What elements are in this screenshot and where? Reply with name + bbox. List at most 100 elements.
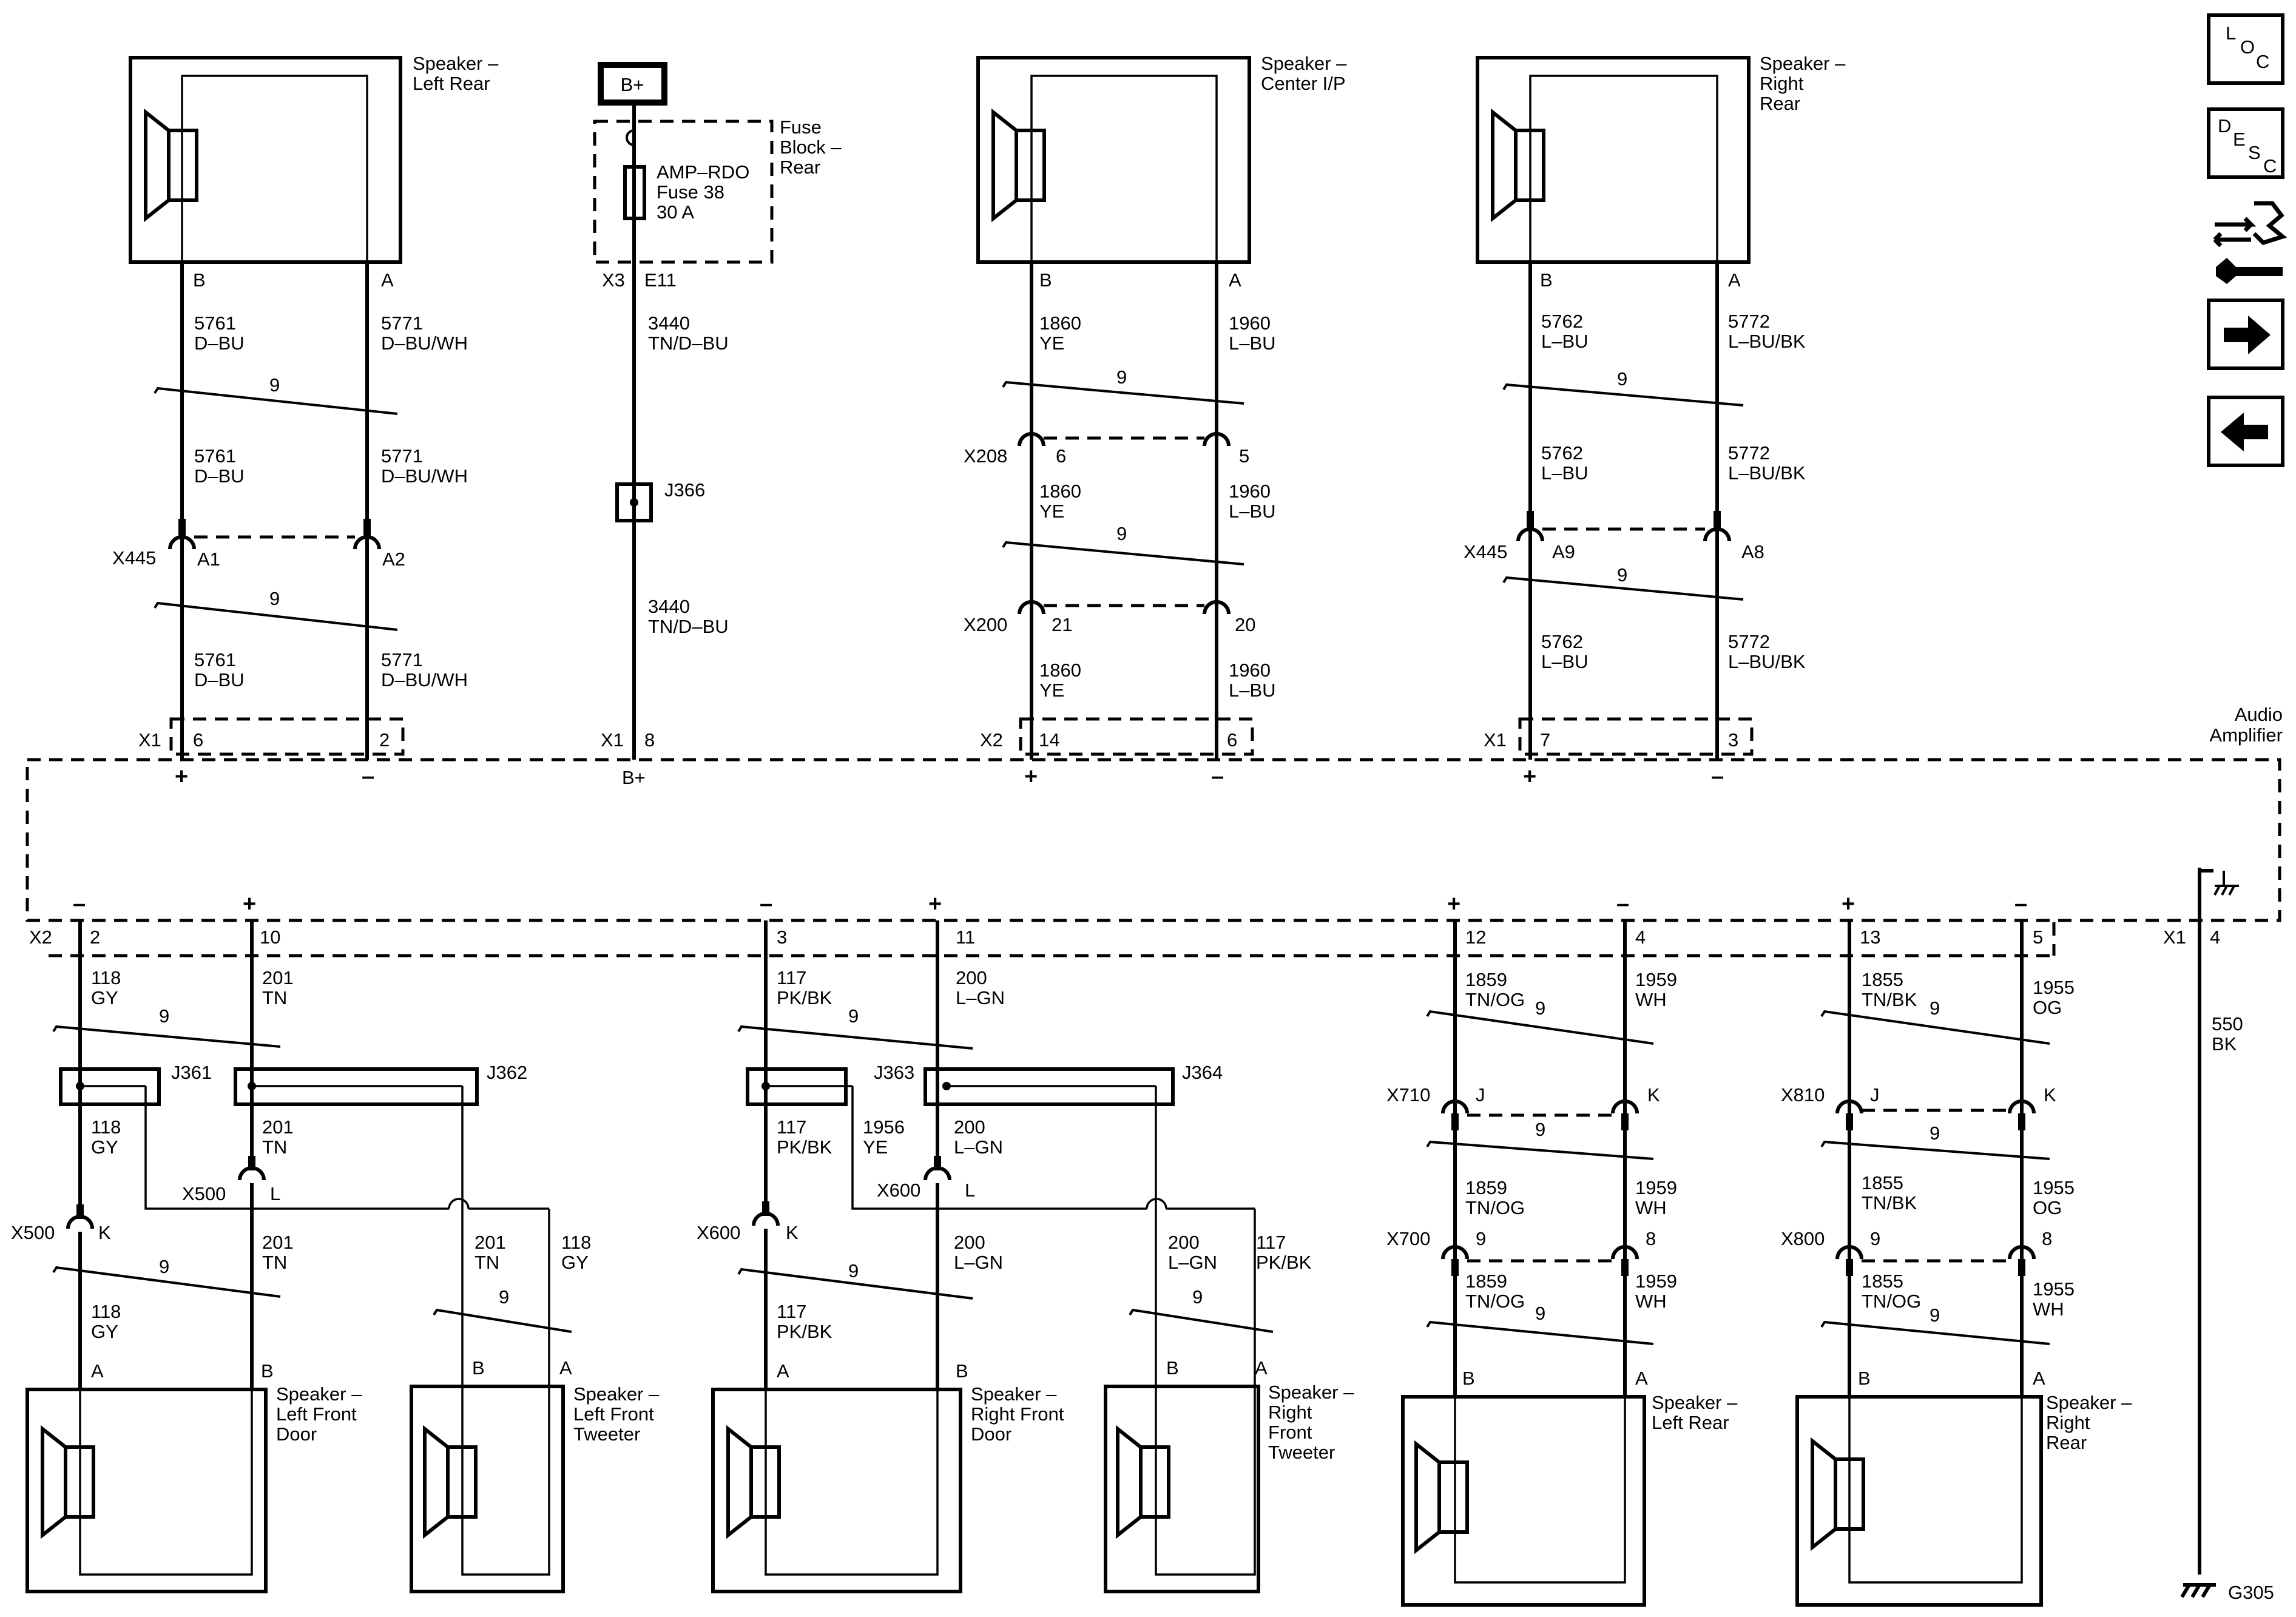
connector-pin: 9 (1870, 1228, 1880, 1249)
module-pin: 2 (379, 729, 390, 751)
wire-circuit: 5771 (381, 312, 423, 334)
speaker-title-2: Left Rear (413, 73, 490, 94)
wire-color: TN (262, 1252, 287, 1273)
pin-b: B (472, 1357, 485, 1379)
wire-color: OG (2033, 1197, 2062, 1218)
speaker-title-1: Speaker – (1652, 1392, 1738, 1413)
speaker-title-2: Center I/P (1261, 73, 1346, 94)
wire-color: WH (2033, 1298, 2064, 1320)
connector-pin: A8 (1741, 541, 1764, 562)
wire-color: L–BU (1229, 333, 1276, 354)
polarity-minus: – (73, 891, 86, 917)
connector-pin: K (98, 1222, 111, 1243)
wire-color: OG (2033, 997, 2062, 1018)
wire-color: L–BU (1229, 680, 1276, 701)
left-front-speakers: – + X2 2 10 118 GY 201 TN 9 J361 J362 11… (11, 891, 660, 1593)
wire-circuit: 3440 (648, 312, 690, 334)
wire-circuit: 117 (777, 1116, 806, 1138)
wire-circuit: 1959 (1635, 1271, 1677, 1292)
connector-x445: X445 A1 A2 (112, 519, 405, 570)
fuse-icon (623, 165, 646, 220)
wire-color: L–BU (1541, 331, 1589, 352)
loc-button[interactable]: L O C (2207, 13, 2284, 85)
wire-circuit: 5771 (381, 445, 423, 467)
pin-a: A (1728, 269, 1741, 291)
wire-circuit: 1959 (1635, 1177, 1677, 1198)
pin-a: A (91, 1360, 104, 1382)
wire-circuit: 1860 (1039, 312, 1081, 334)
fuse-rating: 30 A (657, 201, 694, 223)
wire-color: L–BU (1229, 501, 1276, 522)
rear-right-speaker-circuit: + – 13 5 1855 TN/BK 9 1955 OG X810 J K 9… (1781, 891, 2132, 1607)
connector-pin: K (786, 1222, 799, 1243)
connector-x200: X200 21 20 (964, 600, 1255, 635)
speaker-right-front-door: A B Speaker – Right Front Door (711, 1360, 1064, 1593)
connector-x445: X445 A9 A8 (1464, 511, 1764, 562)
wire-color: YE (1039, 333, 1064, 354)
speaker-title-2: Right (2046, 1412, 2090, 1433)
speaker-icon (144, 108, 198, 223)
module-connector: X1 (138, 729, 161, 751)
module-pin: 6 (1227, 729, 1237, 751)
desc-button[interactable]: D E S C (2207, 107, 2284, 179)
connector-pin: 21 (1052, 614, 1072, 635)
connector-name: X800 (1781, 1228, 1825, 1249)
polarity-minus: – (1616, 891, 1629, 917)
speaker-title-1: Speaker – (413, 53, 499, 74)
wire-color: L–BU (1541, 651, 1589, 672)
wire-color: TN/OG (1465, 1197, 1525, 1218)
module-pin: 4 (2210, 927, 2220, 948)
connector-pin: A9 (1552, 541, 1575, 562)
connector-name: X710 (1386, 1084, 1430, 1106)
module-connector: X2 (29, 927, 52, 948)
speaker-right-rear-top: Speaker – Right Rear B A 5762 L–BU 5772 … (1464, 53, 1846, 789)
wire-circuit: 5762 (1541, 311, 1583, 332)
wire-color: PK/BK (1256, 1252, 1312, 1273)
pin-a: A (1229, 269, 1241, 291)
module-pin: 13 (1860, 927, 1880, 948)
connector-pin: E11 (644, 269, 677, 291)
connector-name: X500 (11, 1222, 55, 1243)
wire-color: TN/BK (1862, 989, 1917, 1010)
wire-circuit: 200 (956, 967, 987, 988)
speaker-title-1: Speaker – (1268, 1382, 1354, 1403)
wire-circuit: 117 (777, 967, 806, 988)
wire-circuit: 1860 (1039, 481, 1081, 502)
splice-name: J363 (874, 1062, 914, 1083)
wire-color: D–BU (194, 669, 245, 690)
wire-circuit: 117 (1256, 1232, 1286, 1253)
wire-circuit: 201 (474, 1232, 506, 1253)
wire-circuit: 1959 (1635, 969, 1677, 990)
speaker-left-front-door: A B Speaker – Left Front Door (25, 1360, 362, 1593)
harness-connector-icon[interactable] (2213, 201, 2288, 284)
pin-b: B (1039, 269, 1052, 291)
wire-color: YE (863, 1136, 888, 1158)
speaker-left-rear-bottom: B A Speaker – Left Rear (1401, 1368, 1738, 1607)
wire-color: TN (474, 1252, 499, 1273)
ground-circuit: X1 4 550 BK G305 (2163, 868, 2274, 1603)
wire-circuit: 201 (262, 1232, 294, 1253)
previous-page-button[interactable] (2207, 396, 2284, 467)
pin-b: B (956, 1360, 968, 1382)
next-page-button[interactable] (2207, 299, 2284, 370)
splice-name: J362 (487, 1062, 527, 1083)
loc-letter: O (2240, 36, 2255, 58)
connector-name: X208 (964, 445, 1007, 467)
speaker-title-2: Left Front (276, 1403, 357, 1425)
polarity-plus: + (243, 891, 256, 917)
wire-circuit: 5762 (1541, 442, 1583, 464)
power-feed: B+ Fuse Block – Rear AMP–RDO Fuse 38 30 … (593, 62, 842, 788)
wire-circuit: 200 (1168, 1232, 1200, 1253)
polarity-minus: – (362, 764, 374, 789)
pin-b: B (193, 269, 206, 291)
polarity-minus: – (1711, 764, 1724, 789)
connector-x700: X700 9 8 (1386, 1228, 1656, 1276)
speaker-title-3: Door (276, 1423, 317, 1445)
wire-color: L–GN (1168, 1252, 1217, 1273)
wire-circuit: 200 (954, 1116, 985, 1138)
wire-circuit: 1955 (2033, 1177, 2075, 1198)
polarity-plus: + (175, 764, 188, 789)
fuse-block-title-1: Fuse (780, 116, 822, 138)
wire-color: L–BU/BK (1728, 331, 1806, 352)
